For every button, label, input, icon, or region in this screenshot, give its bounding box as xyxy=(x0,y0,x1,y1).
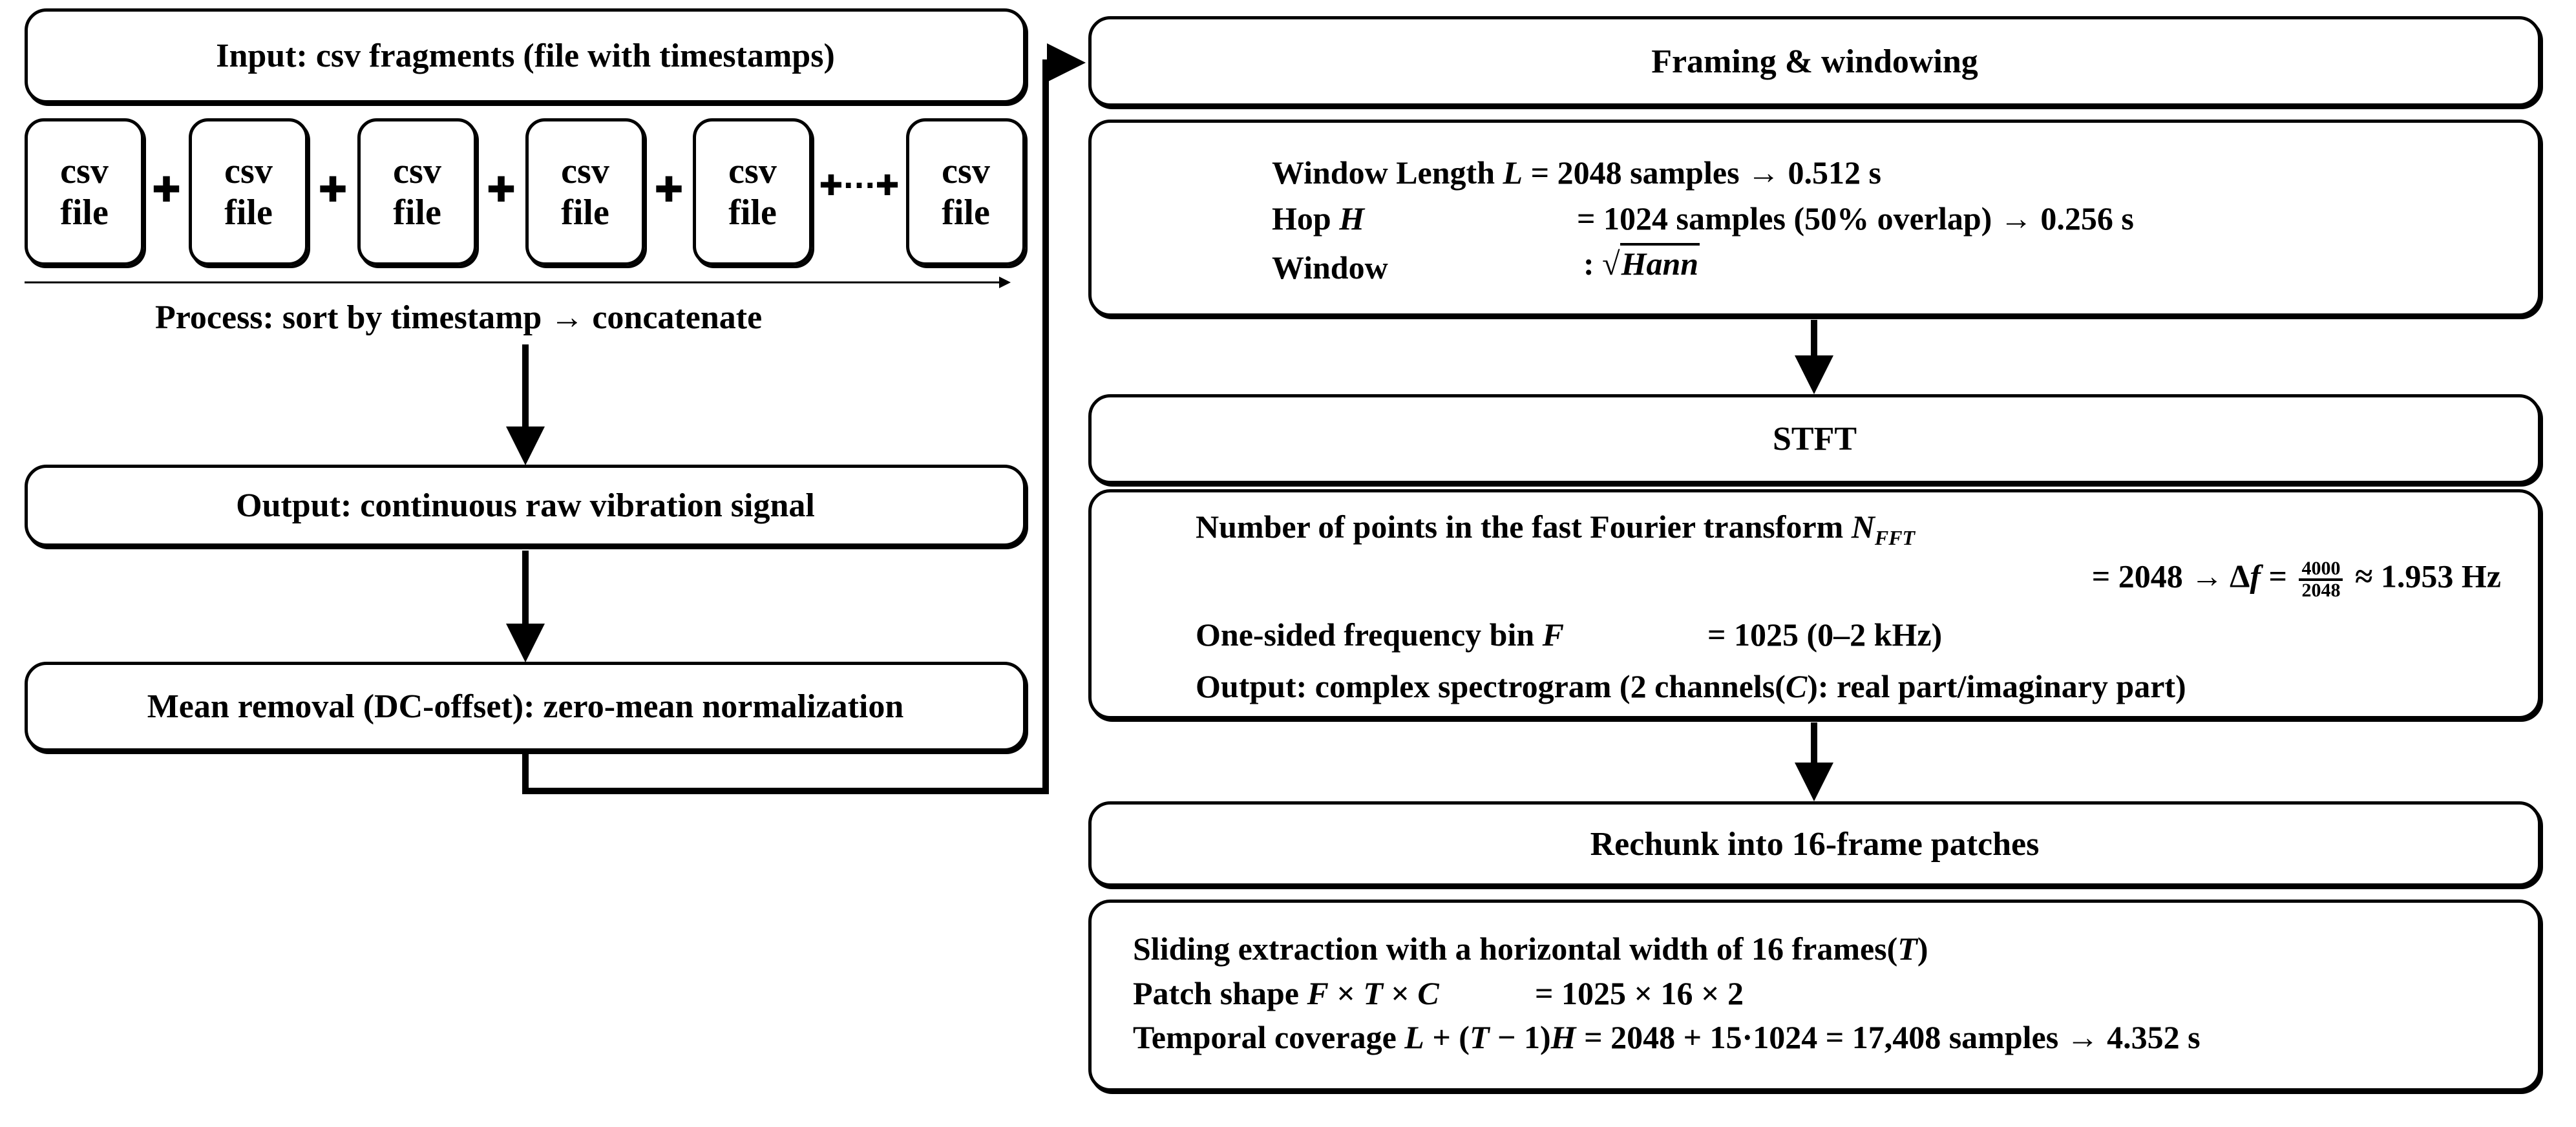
output-label: Output: continuous raw vibration signal xyxy=(236,487,815,524)
csv-file-label: csv xyxy=(393,151,441,191)
text-segment: = xyxy=(2260,558,2296,595)
stft-line-nfft: Number of points in the fast Fourier tra… xyxy=(1196,511,1915,548)
input-title: Input: csv fragments (file with timestam… xyxy=(216,37,835,74)
text-segment: T xyxy=(1897,931,1917,967)
text-segment: Hop xyxy=(1272,200,1340,237)
csv-file-label: file xyxy=(942,193,990,233)
csv-file-label: csv xyxy=(728,151,777,191)
plus-icon: ✚ xyxy=(151,169,182,210)
plus-icon: ✚ xyxy=(654,169,684,210)
rechunk-title: Rechunk into 16-frame patches xyxy=(1590,825,2040,863)
csv-file-label: file xyxy=(561,193,609,233)
framing-title: Framing & windowing xyxy=(1651,43,1978,80)
plus-icon: ✚ xyxy=(318,169,348,210)
text-segment: C xyxy=(1785,668,1808,704)
framing-line-hop: Hop H xyxy=(1272,202,1364,235)
text-segment: L xyxy=(1503,154,1523,191)
csv-file-label: file xyxy=(60,193,109,233)
csv-file-label: csv xyxy=(60,151,109,191)
csv-file-label: file xyxy=(224,193,273,233)
text-segment: = 1025 × 16 × 2 xyxy=(1535,975,1744,1011)
stft-title: STFT xyxy=(1772,421,1857,458)
text-segment: L xyxy=(1404,1019,1424,1055)
text-segment: N xyxy=(1851,509,1875,545)
rechunk-title-box: Rechunk into 16-frame patches xyxy=(1088,801,2541,887)
text-segment: = 2048 + 15·1024 = 17,408 samples → 4.35… xyxy=(1576,1019,2201,1055)
text-segment: = 1024 samples (50% overlap) → 0.256 s xyxy=(1577,200,2134,237)
patch-line-sliding: Sliding extraction with a horizontal wid… xyxy=(1133,932,1928,965)
text-segment: Window xyxy=(1272,249,1388,286)
numerator: 4000 xyxy=(2299,559,2343,581)
output-box: Output: continuous raw vibration signal xyxy=(25,465,1026,547)
framing-value-window: : √Hann xyxy=(1583,243,1700,282)
patch-params-box xyxy=(1088,900,2541,1091)
text-segment: T xyxy=(1469,1019,1490,1055)
text-segment: f xyxy=(2250,558,2261,595)
framing-line-window: Window xyxy=(1272,251,1388,284)
text-segment: = 2048 → Δ xyxy=(2091,558,2250,595)
text-segment: One-sided frequency bin xyxy=(1196,616,1543,653)
mean-removal-label: Mean removal (DC-offset): zero-mean norm… xyxy=(147,688,904,725)
sqrt-expression: √Hann xyxy=(1602,243,1700,282)
text-segment: T xyxy=(1363,975,1383,1011)
text-segment: H xyxy=(1550,1019,1576,1055)
text-segment: C xyxy=(1417,975,1439,1011)
csv-file-label: file xyxy=(393,193,441,233)
denominator: 2048 xyxy=(2301,580,2341,601)
csv-file-label: csv xyxy=(561,151,609,191)
text-segment: ): real part/imaginary part) xyxy=(1807,668,2186,704)
process-label: Process: sort by timestamp → concatenate xyxy=(155,299,763,336)
csv-file-label: csv xyxy=(942,151,990,191)
text-segment: ) xyxy=(1917,931,1928,967)
text-segment: H xyxy=(1339,200,1365,237)
text-segment: = 2048 samples → 0.512 s xyxy=(1523,154,1881,191)
subscript: FFT xyxy=(1874,526,1916,549)
text-segment: Number of points in the fast Fourier tra… xyxy=(1196,509,1852,545)
stft-title-box: STFT xyxy=(1088,394,2541,484)
csv-file-label: file xyxy=(728,193,777,233)
patch-line-coverage: Temporal coverage L + (T − 1)H = 2048 + … xyxy=(1133,1021,2201,1053)
input-title-box: Input: csv fragments (file with timestam… xyxy=(25,8,1026,103)
framing-line-window-length: Window Length L = 2048 samples → 0.512 s xyxy=(1272,156,1881,189)
arrow-mean-to-framing xyxy=(522,43,1086,794)
text-segment: F xyxy=(1307,975,1329,1011)
framing-value-hop: = 1024 samples (50% overlap) → 0.256 s xyxy=(1577,202,2134,235)
stft-value-freq-bin: = 1025 (0–2 kHz) xyxy=(1707,618,1942,651)
text-segment: × xyxy=(1382,975,1418,1011)
plus-ellipsis-icon: ✚···✚ xyxy=(819,169,900,202)
text-segment: Output: complex spectrogram (2 channels( xyxy=(1196,668,1786,704)
csv-file-label: csv xyxy=(224,151,273,191)
framing-params-box xyxy=(1088,120,2541,317)
radicand: Hann xyxy=(1620,243,1700,282)
stft-line-output: Output: complex spectrogram (2 channels(… xyxy=(1196,670,2186,702)
plus-icon: ✚ xyxy=(486,169,516,210)
text-segment: : xyxy=(1583,246,1603,282)
text-segment: = 1025 (0–2 kHz) xyxy=(1707,616,1943,653)
patch-line-shape: Patch shape F × T × C xyxy=(1133,977,1439,1009)
stft-line-freq-bin: One-sided frequency bin F xyxy=(1196,618,1564,651)
stft-params-box xyxy=(1088,489,2541,719)
patch-value-shape: = 1025 × 16 × 2 xyxy=(1535,977,1744,1009)
text-segment: Patch shape xyxy=(1133,975,1307,1011)
text-segment: × xyxy=(1328,975,1364,1011)
mean-removal-box: Mean removal (DC-offset): zero-mean norm… xyxy=(25,662,1026,752)
text-segment: + ( xyxy=(1424,1019,1470,1055)
text-segment: F xyxy=(1542,616,1565,653)
text-segment: Sliding extraction with a horizontal wid… xyxy=(1133,931,1898,967)
framing-title-box: Framing & windowing xyxy=(1088,16,2541,107)
text-segment: − 1) xyxy=(1489,1019,1551,1055)
text-segment: Temporal coverage xyxy=(1133,1019,1405,1055)
text-segment: ≈ 1.953 Hz xyxy=(2347,558,2501,595)
text-segment: Window Length xyxy=(1272,154,1503,191)
